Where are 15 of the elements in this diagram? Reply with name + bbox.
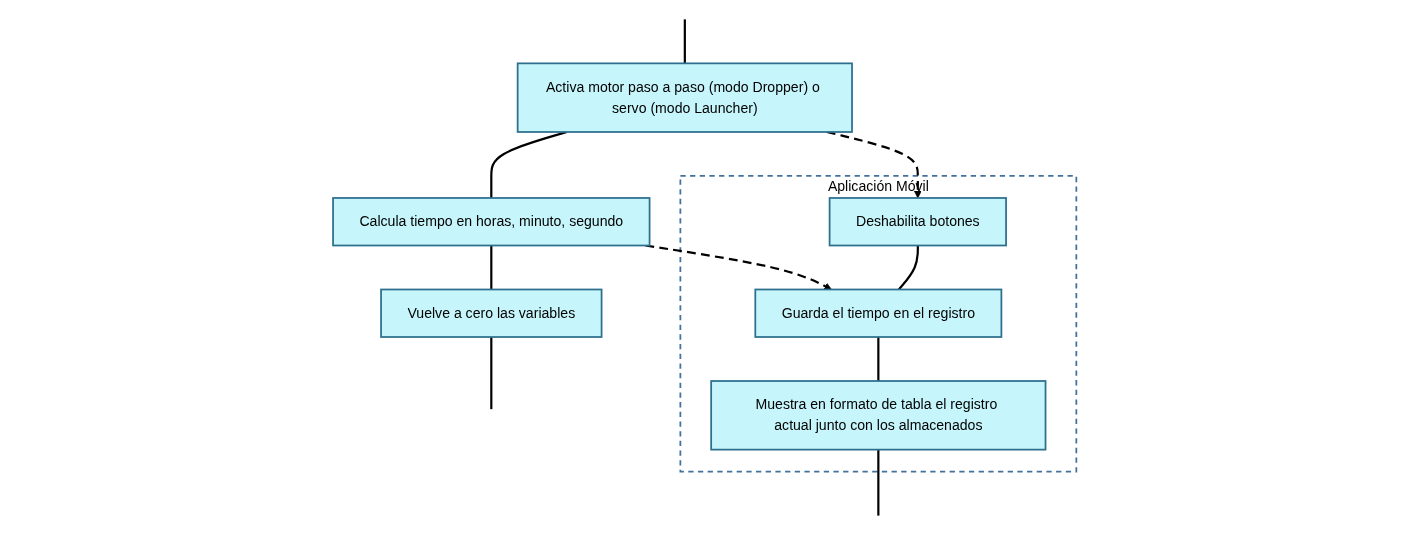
node-box: Activa motor paso a paso (modo Dropper) o servo (modo Launcher) (516, 62, 853, 133)
node-box: Vuelve a cero las variables (380, 288, 603, 338)
connector (877, 449, 880, 516)
connector (877, 337, 880, 381)
node-box: Muestra en formato de tabla el registro actual junto con los almacenados (710, 380, 1047, 451)
connector (490, 245, 493, 290)
arrow (826, 130, 922, 199)
connector (490, 130, 568, 198)
arrow (645, 244, 832, 290)
connector (490, 337, 493, 410)
node-box: Calcula tiempo en horas, minuto, segundo (332, 197, 651, 247)
connector (683, 19, 686, 64)
node-box: Deshabilita botones (828, 197, 1007, 247)
node-box: Guarda el tiempo en el registro (754, 288, 1003, 338)
connector (897, 245, 919, 291)
